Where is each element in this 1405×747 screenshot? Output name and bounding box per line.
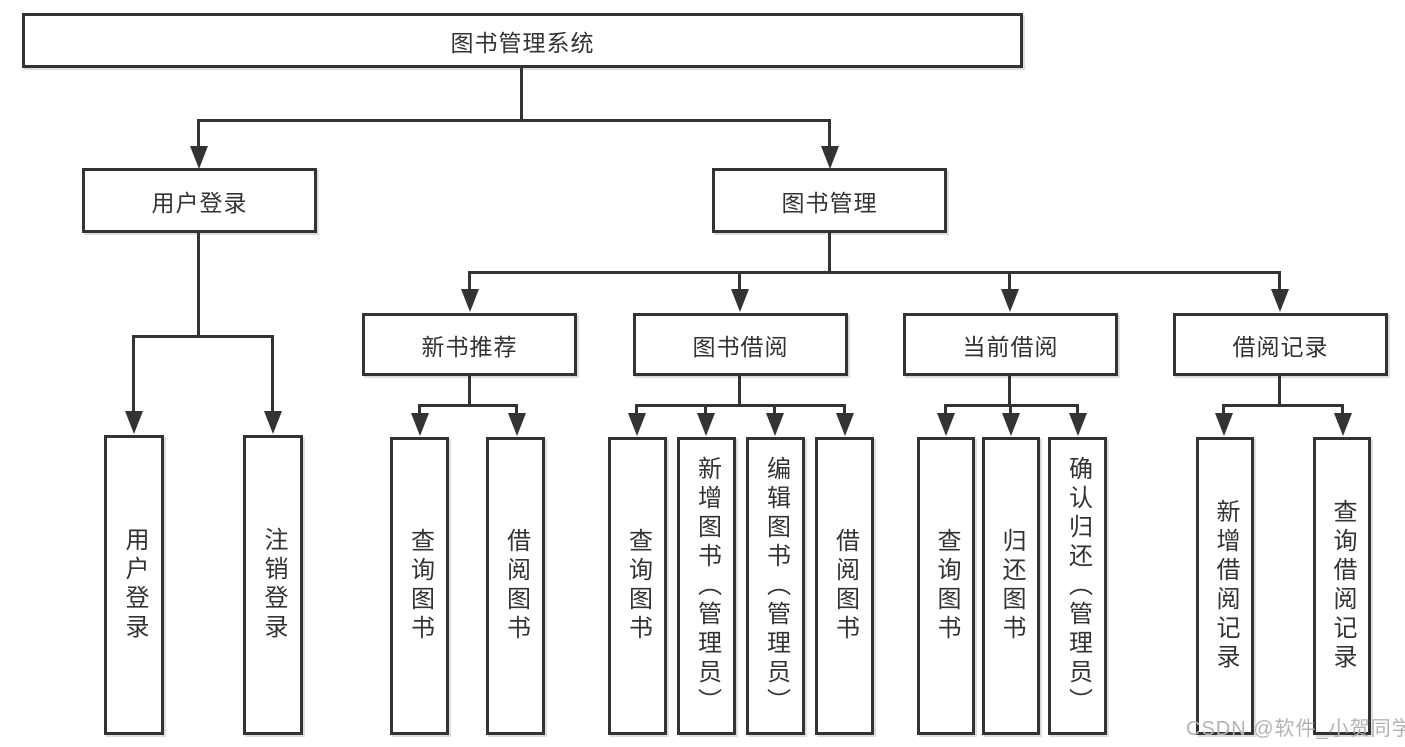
arrowhead-icon [821,146,839,169]
arrowhead-icon [411,413,429,436]
arrowhead-icon [628,413,646,436]
leaf-borrow-query-books-label: 查询图书 [624,528,652,644]
connector-line [197,233,200,338]
leaf-borrow-edit-books-admin-label: 编辑图书（管理员） [762,455,790,717]
leaf-recommend-borrow-books: 借阅图书 [486,437,545,735]
connector-line [738,272,741,291]
leaf-records-query-borrow-record-label: 查询借阅记录 [1329,499,1356,673]
leaf-recommend-query-books: 查询图书 [390,437,449,735]
connector-line [828,120,831,150]
node-library-system-label: 图书管理系统 [450,29,595,56]
arrowhead-icon [461,289,479,312]
csdn-watermark: CSDN @软件_小贺同学 [1186,718,1405,740]
connector-line [944,405,947,417]
connector-line [843,405,846,417]
leaf-current-query-books-label: 查询图书 [933,528,960,644]
node-book-borrow-label: 图书借阅 [692,333,789,360]
node-new-book-recommend-label: 新书推荐 [421,333,518,360]
node-current-borrow: 当前借阅 [903,313,1118,376]
arrowhead-icon [1334,413,1352,436]
connector-line [1008,376,1011,407]
connector-line [635,404,846,407]
connector-line [468,272,471,291]
connector-line [1009,405,1012,417]
connector-line [418,404,518,407]
node-library-system: 图书管理系统 [22,13,1023,68]
connector-line [1341,405,1344,417]
leaf-records-add-borrow-record: 新增借阅记录 [1196,437,1254,735]
connector-line [1008,272,1011,291]
node-borrow-records: 借阅记录 [1173,313,1388,376]
leaf-borrow-add-books-admin-label: 新增图书（管理员） [693,455,721,717]
connector-line [1278,376,1281,407]
leaf-logout-label: 注销登录 [260,527,287,643]
leaf-borrow-add-books-admin: 新增图书（管理员） [677,437,736,735]
leaf-current-query-books: 查询图书 [917,437,975,735]
arrowhead-icon [1215,413,1233,436]
leaf-borrow-query-books: 查询图书 [608,437,667,735]
connector-line [704,405,707,417]
connector-line [1222,404,1344,407]
connector-line [132,335,274,338]
connector-line [1076,405,1079,417]
leaf-current-return-books: 归还图书 [982,437,1040,735]
arrowhead-icon [1271,289,1289,312]
node-book-management: 图书管理 [712,168,947,233]
connector-line [468,271,1281,274]
leaf-borrow-borrow-books: 借阅图书 [815,437,874,735]
node-book-borrow: 图书借阅 [633,313,848,376]
arrowhead-icon [766,413,784,436]
node-borrow-records-label: 借阅记录 [1232,333,1329,360]
connector-line [515,405,518,417]
leaf-current-return-books-label: 归还图书 [998,528,1025,644]
leaf-borrow-edit-books-admin: 编辑图书（管理员） [746,437,805,735]
arrowhead-icon [697,413,715,436]
connector-line [1278,272,1281,291]
connector-line [1222,405,1225,417]
arrowhead-icon [1069,413,1087,436]
leaf-user-login: 用户登录 [104,435,164,735]
leaf-records-add-borrow-record-label: 新增借阅记录 [1212,499,1239,673]
connector-line [828,233,831,274]
arrowhead-icon [836,413,854,436]
arrowhead-icon [508,413,526,436]
connector-line [773,405,776,417]
node-current-borrow-label: 当前借阅 [962,333,1059,360]
connector-line [418,405,421,417]
connector-line [738,376,741,407]
leaf-recommend-borrow-books-label: 借阅图书 [502,528,530,644]
leaf-recommend-query-books-label: 查询图书 [406,528,434,644]
leaf-records-query-borrow-record: 查询借阅记录 [1313,437,1371,735]
connector-line [635,405,638,417]
connector-line [271,336,274,413]
node-new-book-recommend: 新书推荐 [362,313,577,376]
arrowhead-icon [1001,289,1019,312]
leaf-current-confirm-return-admin: 确认归还（管理员） [1048,437,1107,735]
arrowhead-icon [937,413,955,436]
leaf-logout: 注销登录 [243,435,303,735]
leaf-current-confirm-return-admin-label: 确认归还（管理员） [1064,455,1092,717]
node-user-login: 用户登录 [82,168,317,233]
arrowhead-icon [1002,413,1020,436]
connector-line [197,120,200,150]
arrowhead-icon [190,146,208,169]
arrowhead-icon [264,411,282,434]
leaf-borrow-borrow-books-label: 借阅图书 [831,528,859,644]
connector-line [468,376,471,407]
node-user-login-label: 用户登录 [151,189,248,216]
leaf-user-login-label: 用户登录 [121,527,148,643]
node-book-management-label: 图书管理 [781,189,878,216]
connector-line [197,119,831,122]
connector-line [132,336,135,413]
arrowhead-icon [731,289,749,312]
connector-line [520,68,523,122]
arrowhead-icon [125,411,143,434]
